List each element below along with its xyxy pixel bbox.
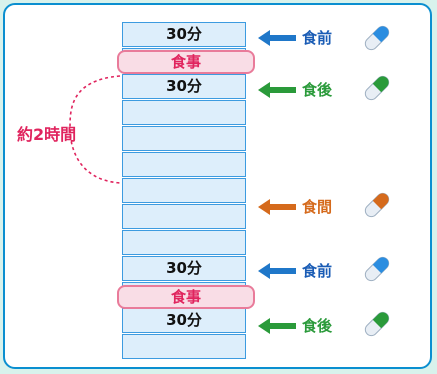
- capsule-icon: [364, 75, 390, 101]
- capsule-icon: [364, 25, 390, 51]
- timing-between-label: 食間: [302, 198, 333, 216]
- left-arrow-icon: [258, 263, 296, 279]
- timeline-cell: [122, 22, 246, 47]
- interval-label: 約2時間: [17, 125, 77, 144]
- timeline-cell: [122, 178, 246, 203]
- left-arrow-icon: [258, 318, 296, 334]
- capsule-icon: [364, 311, 390, 337]
- timing-after-label: 食後: [302, 81, 333, 99]
- timeline-cell: [122, 256, 246, 281]
- capsule-icon: [364, 192, 390, 218]
- top-after-30min-label: 30分: [166, 77, 202, 95]
- timing-before-label: 食前: [302, 29, 333, 47]
- bottom-after-30min-label: 30分: [166, 311, 202, 329]
- timeline-cell: [122, 74, 246, 99]
- left-arrow-icon: [258, 30, 296, 46]
- timeline-cell: [122, 204, 246, 229]
- left-arrow-icon: [258, 82, 296, 98]
- bottom-before-30min-label: 30分: [166, 259, 202, 277]
- timeline-cell: [122, 100, 246, 125]
- timing-before-label: 食前: [302, 262, 333, 280]
- timeline-cell: [122, 308, 246, 333]
- left-arrow-icon: [258, 199, 296, 215]
- timeline-cell: [122, 152, 246, 177]
- timeline-cell: [122, 334, 246, 359]
- top-meal-band: 食事: [117, 50, 255, 74]
- timeline-cell: [122, 126, 246, 151]
- bottom-meal-band: 食事: [117, 285, 255, 309]
- capsule-icon: [364, 256, 390, 282]
- top-before-30min-label: 30分: [166, 25, 202, 43]
- timeline-cell: [122, 230, 246, 255]
- timing-after-label: 食後: [302, 317, 333, 335]
